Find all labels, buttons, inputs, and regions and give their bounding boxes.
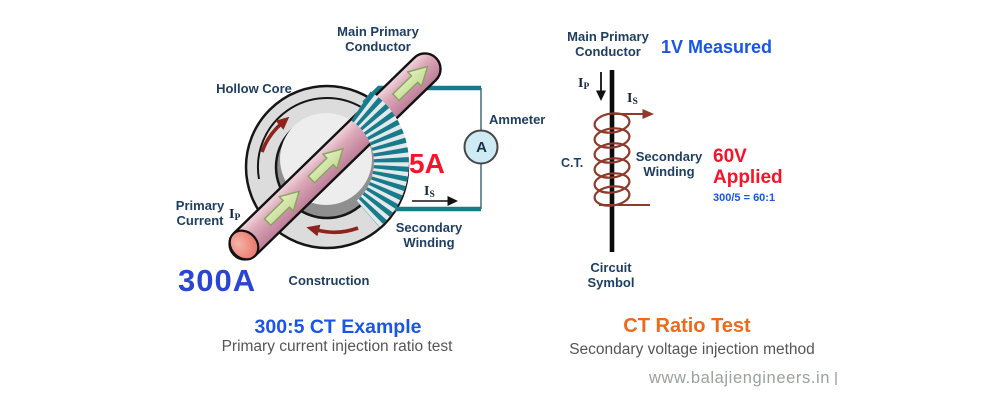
applied-voltage-value: 60V Applied: [713, 146, 783, 188]
construction-label: Construction: [288, 273, 370, 288]
watermark-cursor: [835, 372, 838, 385]
is-symbol: IS: [424, 184, 435, 200]
right-subtitle: Secondary voltage injection method: [569, 341, 815, 358]
left-title: 300:5 CT Example: [254, 316, 422, 338]
left-subtitle: Primary current injection ratio test: [221, 338, 453, 355]
core-tube-edge: [256, 97, 362, 180]
ct-construction-drawing: [228, 52, 499, 261]
secondary-coil: [593, 112, 631, 207]
secondary-winding-label-right: Secondary Winding: [635, 149, 703, 179]
flux-arrow-bottom: [306, 224, 359, 237]
ip-symbol-right: IP: [578, 76, 590, 92]
main-primary-conductor-label-right: Main Primary Conductor: [567, 29, 649, 59]
ammeter-dial: [463, 129, 499, 165]
secondary-winding-band: [350, 91, 409, 228]
primary-current-value: 300A: [178, 263, 257, 298]
ip-symbol: IP: [229, 207, 241, 223]
hollow-core-label: Hollow Core: [216, 81, 292, 96]
flux-arrow-top: [260, 116, 290, 153]
current-flow-arrow: [307, 147, 344, 184]
right-title: CT Ratio Test: [623, 315, 751, 337]
secondary-winding-label: Secondary Winding: [395, 220, 463, 250]
measured-value: 1V Measured: [661, 37, 773, 57]
watermark: www.balajiengineers.in: [649, 369, 838, 387]
rod-end-cap: [228, 229, 260, 261]
circuit-symbol-label: Circuit Symbol: [587, 260, 635, 290]
current-flow-arrow: [391, 65, 429, 102]
ammeter-label: Ammeter: [489, 112, 546, 127]
main-primary-conductor-label: Main Primary Conductor: [337, 24, 419, 54]
secondary-current-value: 5A: [409, 148, 445, 179]
ammeter-symbol: A: [476, 139, 487, 156]
is-symbol-right: IS: [627, 91, 638, 107]
primary-conductor-rod: [228, 52, 442, 261]
ratio-note: 300/5 = 60:1: [713, 192, 776, 204]
ct-circuit-symbol-drawing: [593, 70, 654, 252]
current-flow-arrow: [263, 190, 301, 227]
ct-label: C.T.: [561, 156, 584, 170]
primary-current-label: Primary Current: [175, 198, 225, 228]
